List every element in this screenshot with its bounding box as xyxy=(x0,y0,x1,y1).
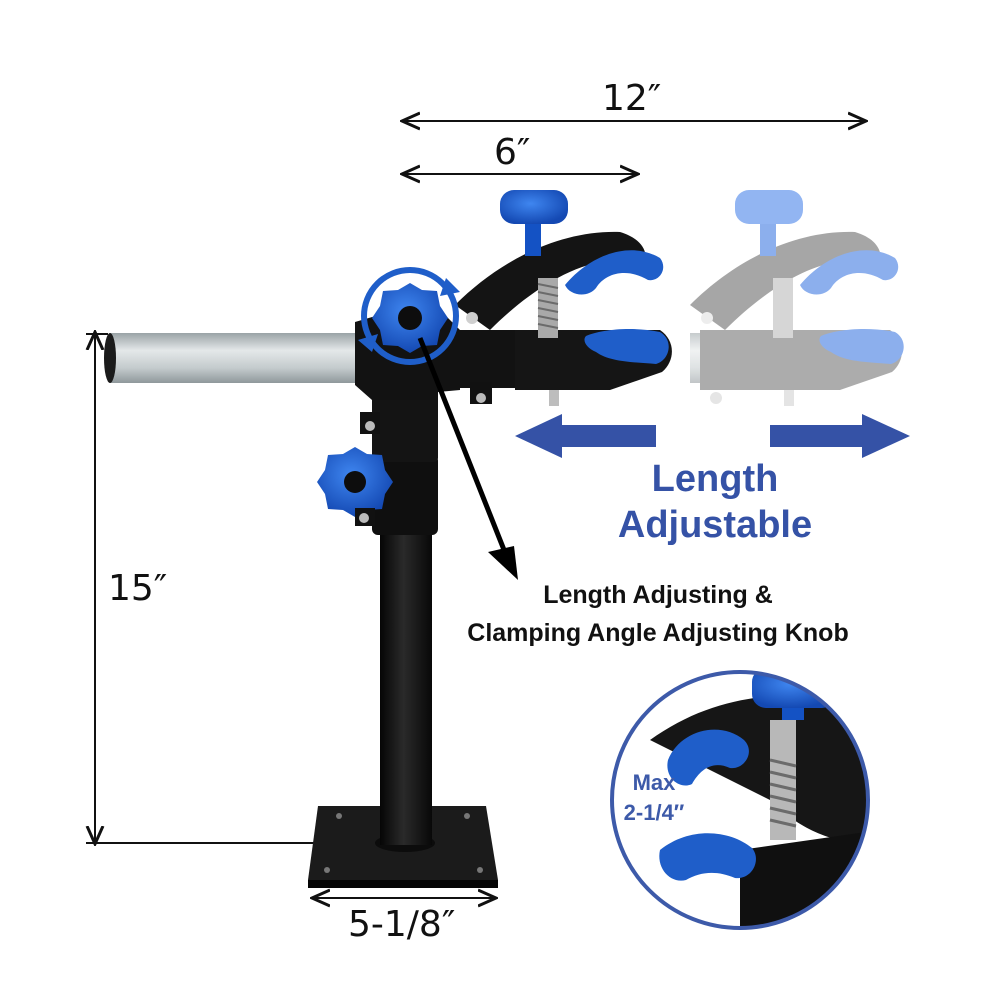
clamp xyxy=(455,231,672,406)
clamp-top-knob-icon xyxy=(500,190,568,256)
inset-line2: 2-1/4″ xyxy=(623,800,685,825)
ghost-clamp xyxy=(690,190,904,406)
inset-line1: Max xyxy=(632,770,676,795)
callout-label: Length Adjusting & Clamping Angle Adjust… xyxy=(448,576,868,652)
feature-title: Length Adjustable xyxy=(600,456,830,548)
dimension-15-line xyxy=(86,334,318,843)
callout-arrow xyxy=(417,337,518,580)
callout-line1: Length Adjusting & xyxy=(543,581,773,609)
feature-title-line1: Length xyxy=(651,458,779,500)
vertical-pole xyxy=(372,372,438,845)
height-knob-icon xyxy=(317,447,393,526)
dimension-6-label: 6″ xyxy=(494,132,531,173)
dimension-12-label: 12″ xyxy=(602,78,662,119)
inset-label: Max 2-1/4″ xyxy=(612,768,696,828)
inset-detail-circle xyxy=(610,670,870,930)
angle-knob-icon xyxy=(358,267,460,365)
callout-line2: Clamping Angle Adjusting Knob xyxy=(467,619,849,647)
feature-title-line2: Adjustable xyxy=(617,504,813,546)
horizontal-tube xyxy=(104,333,365,383)
dimension-15-label: 15″ xyxy=(108,568,168,609)
arrow-right-icon xyxy=(770,414,910,458)
dimension-base-label: 5-1/8″ xyxy=(348,904,456,945)
arrow-left-icon xyxy=(515,414,656,458)
